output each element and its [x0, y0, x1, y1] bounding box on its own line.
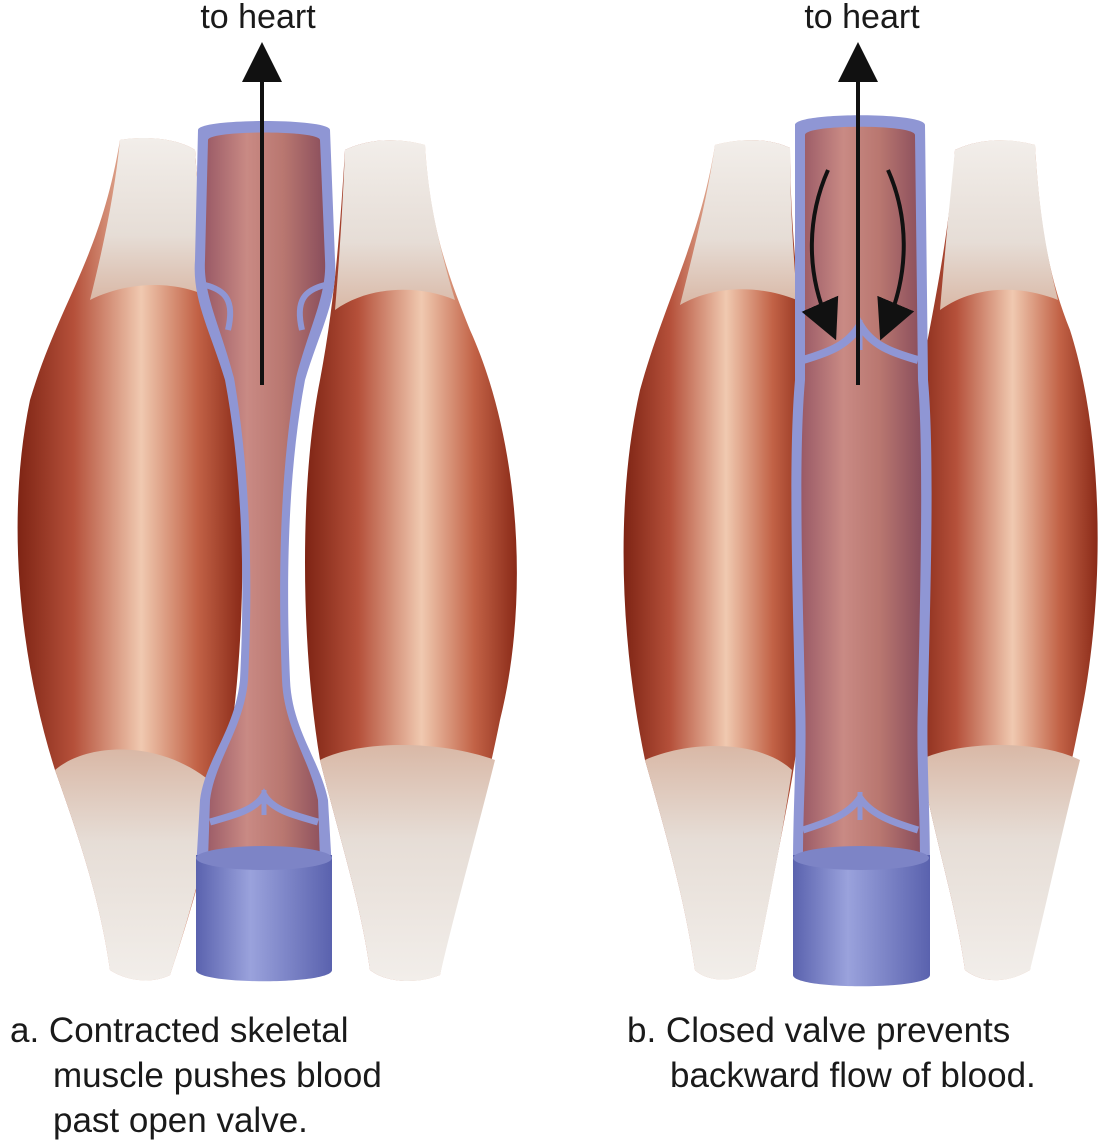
caption-line-1: b. Closed valve prevents: [627, 1011, 1010, 1050]
panel-b: to heart b. Closed valve prevents backwa…: [623, 0, 1098, 1095]
vein-cut-rim: [793, 846, 929, 870]
caption-line-2: muscle pushes blood: [53, 1056, 382, 1095]
muscle-tendon-top: [335, 140, 455, 310]
vein-lumen: [204, 132, 326, 860]
valve-flap-right: [296, 282, 326, 331]
muscle-tendon-top: [940, 140, 1058, 310]
right-skeletal-muscle: [908, 140, 1098, 981]
vein-cut-rim: [196, 846, 332, 870]
caption-line-1: a. Contracted skeletal: [10, 1011, 349, 1050]
muscle-tendon-bottom: [920, 745, 1080, 981]
caption-line-3: past open valve.: [53, 1101, 308, 1140]
muscle-tendon-top: [680, 140, 797, 305]
muscle-tendon-top: [90, 138, 215, 300]
flow-label: to heart: [200, 0, 316, 36]
muscle-tendon-bottom: [645, 746, 792, 980]
left-skeletal-muscle: [623, 140, 810, 980]
panel-a: to heart a. Contracted skeletal muscle p…: [10, 0, 517, 1140]
muscle-tendon-bottom: [55, 749, 220, 981]
caption-line-2: backward flow of blood.: [670, 1056, 1036, 1095]
muscle-tendon-bottom: [320, 745, 495, 982]
right-skeletal-muscle: [305, 140, 517, 982]
vein-compressed: [194, 121, 336, 982]
valve-flap-left: [204, 282, 234, 331]
vein-cut-end: [793, 855, 930, 987]
backflow-arrow-left: [801, 169, 839, 341]
flow-label: to heart: [804, 0, 920, 36]
backflow-arrow-right: [877, 169, 915, 341]
left-skeletal-muscle: [17, 138, 243, 981]
vein-cut-end: [196, 855, 332, 982]
